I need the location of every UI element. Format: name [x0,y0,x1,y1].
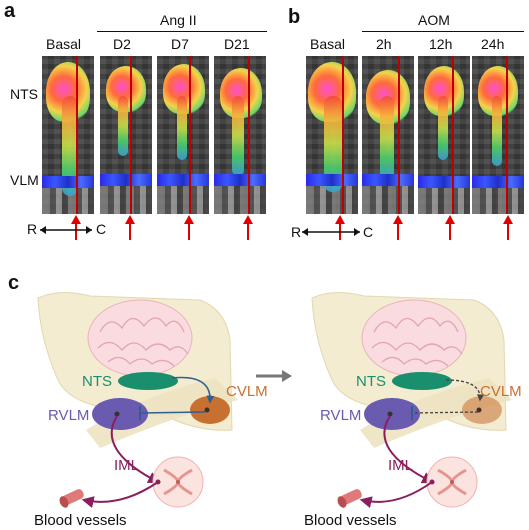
panel-c-letter: c [8,272,20,294]
row-label-vlm: VLM [10,172,39,188]
cvlm-nucleus-right [462,396,502,424]
panel-b-col-24h: 24h [481,36,505,52]
tract-image-a-d21 [214,56,266,214]
tract-image-a-d2 [100,56,152,214]
transition-arrow [256,370,292,382]
panel-a-col-d7: D7 [171,36,189,52]
panel-b-red-arrows [302,215,513,240]
spinal-cord-left [152,456,204,508]
cvlm-nucleus-left [190,396,230,424]
red-arrow-a-d7 [184,215,194,240]
row-label-nts: NTS [10,86,38,102]
tract-image-b-12h [418,56,470,214]
iml-label-right: IML [388,457,413,474]
cvlm-inhibits-rvlm-right [411,406,479,420]
spinal-cord-right [426,456,478,508]
blood-vessel-icon-right [337,489,362,508]
cvlm-label-right: CVLM [480,383,522,400]
tract-image-b-basal [306,56,358,214]
rvlm-to-iml-right [383,415,435,484]
axis-r-a: R [27,221,38,237]
panel-a-col-d21: D21 [224,36,250,52]
rc-axis-arrow-b [302,228,360,236]
iml-label-left: IML [114,457,139,474]
tract-image-a-d7 [157,56,209,214]
panel-b-group-label: AOM [418,12,450,28]
rvlm-label-right: RVLM [320,407,361,424]
nts-nucleus-right [392,372,452,390]
cerebellum-left [87,299,193,377]
tract-image-b-2h [362,56,414,214]
iml-to-vessels-right [359,481,433,509]
cvlm-inhibits-rvlm-left [139,406,206,420]
nts-to-cvlm-arrow-right [445,379,485,402]
panel-b-group-line [362,31,524,32]
rc-axis-arrow-a [40,226,92,234]
nts-label-left: NTS [82,373,112,390]
red-arrow-a-d2 [125,215,135,240]
panel-c-diagram: NTS CVLM RVLM IML Blood vessels NTS CVLM… [34,292,522,529]
red-arrow-a-basal [71,215,81,240]
red-arrow-a-d21 [243,215,253,240]
blood-vessel-icon-left [59,489,84,508]
panel-b-col-basal: Basal [310,36,346,52]
nts-to-cvlm-arrow-left [171,376,215,404]
cvlm-label-left: CVLM [226,383,268,400]
tract-image-a-basal [42,56,94,214]
rvlm-label-left: RVLM [48,407,89,424]
panel-a-letter: a [4,0,16,22]
vessels-label-left: Blood vessels [34,512,127,529]
panel-a-group-label: Ang II [160,12,197,28]
nts-nucleus-left [118,372,178,390]
panel-b-letter: b [288,6,301,28]
rvlm-nucleus-left [92,398,148,430]
red-arrow-b-24h [503,215,513,240]
red-arrow-b-12h [445,215,455,240]
nts-label-right: NTS [356,373,386,390]
vessels-label-right: Blood vessels [304,512,397,529]
panel-a-group-line [97,31,267,32]
axis-c-a: C [96,221,107,237]
panel-b-col-2h: 2h [376,36,392,52]
axis-r-b: R [291,224,302,240]
red-arrow-b-basal [335,215,345,240]
panel-a-col-d2: D2 [113,36,131,52]
iml-to-vessels-left [81,481,159,508]
tract-image-b-24h [472,56,524,214]
panel-a-red-arrows [40,215,253,240]
panel-a-col-basal: Basal [46,36,82,52]
rvlm-to-iml-left [110,415,161,484]
red-arrow-b-2h [393,215,403,240]
cerebellum-right [361,299,467,377]
axis-c-b: C [363,224,374,240]
panel-b-col-12h: 12h [429,36,453,52]
